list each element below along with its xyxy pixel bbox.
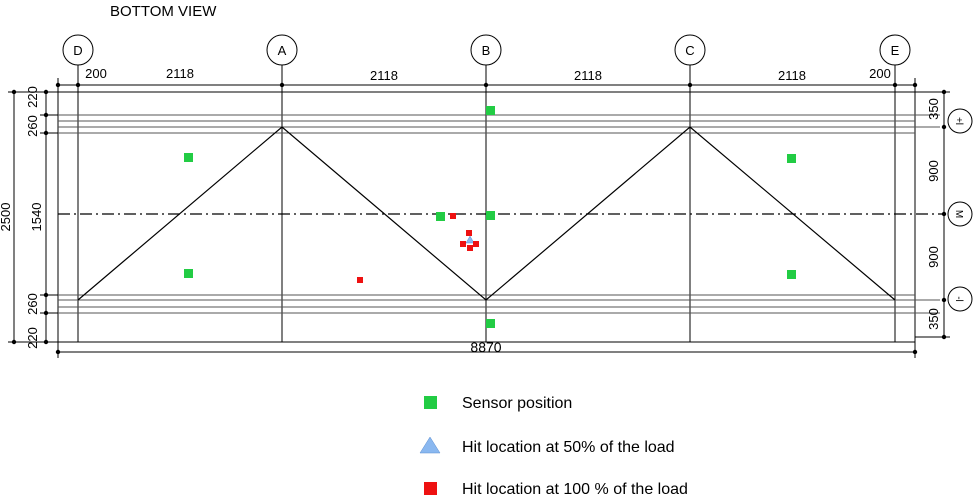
legend-hit100-swatch	[424, 482, 437, 495]
dim-right-900-bottom: 900	[926, 246, 941, 268]
left-dimension-ticks	[11, 89, 49, 345]
legend-hit50-label: Hit location at 50% of the load	[462, 439, 675, 456]
grid-bubble-a: A	[266, 34, 298, 66]
hit-100-marker	[466, 230, 472, 236]
axis-label-minus-l: -l	[953, 296, 964, 302]
grid-bubble-d: D	[62, 34, 94, 66]
grid-bubble-e: E	[879, 34, 911, 66]
hit-100-markers	[357, 213, 479, 283]
grid-bubble-c: C	[674, 34, 706, 66]
grid-label-d: D	[73, 43, 82, 58]
slab-outline	[57, 91, 916, 343]
sensor-markers	[184, 106, 796, 328]
dim-right-900-top: 900	[926, 160, 941, 182]
bottom-dim-tick-right	[912, 349, 918, 355]
axis-bubble-plus-l: +l	[947, 108, 973, 134]
sensor-marker	[787, 270, 796, 279]
axis-bubble-m: M	[947, 201, 973, 227]
dim-top-2118-2: 2118	[370, 68, 398, 83]
dim-top-2118-3: 2118	[574, 68, 602, 83]
sensor-marker	[486, 106, 495, 115]
dim-left-1540: 1540	[29, 203, 44, 232]
bottom-dim-tick-left	[55, 349, 61, 355]
right-dimension-ticks	[941, 89, 947, 340]
grid-label-c: C	[685, 43, 694, 58]
legend-sensor-swatch	[424, 396, 437, 409]
hit-100-marker	[357, 277, 363, 283]
dim-left-220-top: 220	[25, 86, 40, 108]
dim-right-350-bottom: 350	[926, 308, 941, 330]
sensor-marker	[486, 211, 495, 220]
dim-left-overall: 2500	[0, 203, 13, 232]
axis-label-plus-l: +l	[953, 117, 964, 125]
sensor-marker	[184, 153, 193, 162]
dim-top-2118-4: 2118	[778, 68, 806, 83]
dim-left-260-bottom: 260	[25, 293, 40, 315]
hit-100-marker	[467, 245, 473, 251]
drawing-title: BOTTOM VIEW	[110, 3, 217, 20]
dim-top-2118-1: 2118	[166, 66, 194, 81]
sensor-marker	[436, 212, 445, 221]
hit-100-marker	[460, 241, 466, 247]
dim-top-200-right: 200	[869, 66, 891, 81]
grid-bubble-b: B	[470, 34, 502, 66]
sensor-marker	[486, 319, 495, 328]
longitudinal-lines	[58, 114, 940, 314]
dim-left-260-top: 260	[25, 115, 40, 137]
axis-bubble-minus-l: -l	[947, 286, 973, 312]
dim-top-200-left: 200	[85, 66, 107, 81]
hit-100-marker	[450, 213, 456, 219]
grid-label-b: B	[482, 43, 491, 58]
dim-right-350-top: 350	[926, 98, 941, 120]
dim-total-8870: 8870	[470, 339, 501, 355]
hit-100-marker	[473, 241, 479, 247]
truss-diagonals	[77, 126, 896, 301]
legend-hit100-label: Hit location at 100 % of the load	[462, 481, 688, 497]
grid-label-a: A	[278, 43, 287, 58]
axis-label-m: M	[953, 210, 964, 218]
dim-left-220-bottom: 220	[25, 327, 40, 349]
grid-lines	[77, 65, 896, 342]
legend-sensor-label: Sensor position	[462, 395, 572, 412]
legend: Sensor position Hit location at 50% of t…	[419, 395, 688, 497]
grid-label-e: E	[891, 43, 900, 58]
sensor-marker	[184, 269, 193, 278]
legend-hit50-swatch	[419, 436, 441, 454]
hit-50-marker	[465, 235, 475, 244]
sensor-marker	[787, 154, 796, 163]
